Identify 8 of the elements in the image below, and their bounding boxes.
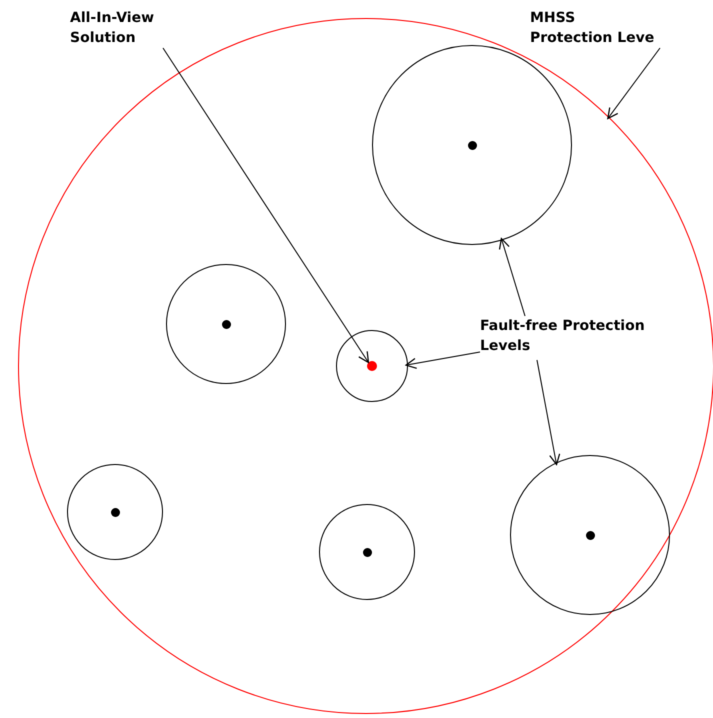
arrow [405,352,480,369]
arrow [607,48,660,120]
arrow [162,48,370,364]
arrow [498,238,526,316]
arrow [536,360,560,466]
callout-text: Fault-free Protection Levels [480,317,646,356]
callout-text: MHSS Protection Leve [530,9,656,48]
callout-text: All-In-View Solution [70,9,156,48]
